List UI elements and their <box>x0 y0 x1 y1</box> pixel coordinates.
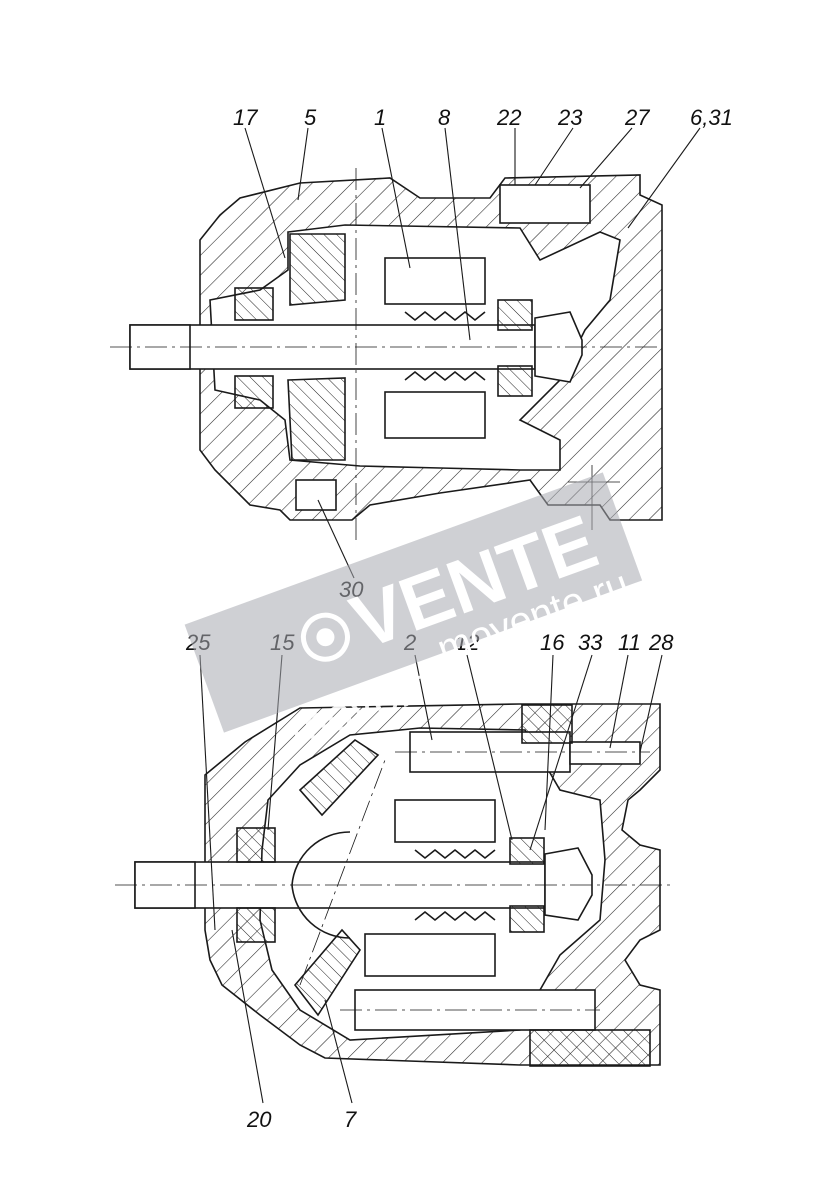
bottom-spring <box>414 848 496 860</box>
bottom-bearing-rear-lower <box>509 905 545 933</box>
label-17: 17 <box>233 105 258 130</box>
top-bearing-rear <box>497 299 533 331</box>
top-cylinder-block-lower <box>287 377 346 461</box>
top-spring <box>404 310 486 322</box>
top-spring-lower <box>404 370 486 382</box>
label-23: 23 <box>557 105 583 130</box>
label-22: 22 <box>496 105 521 130</box>
bottom-ball-joint-lower <box>291 884 351 939</box>
label-11: 11 <box>618 630 641 655</box>
bottom-cover-block <box>529 1029 651 1067</box>
bottom-tilt-axis <box>299 759 386 986</box>
top-bearing-rear-lower <box>497 365 533 397</box>
bottom-swashplate-lower <box>293 928 362 1017</box>
bottom-pump-section <box>115 703 675 1067</box>
label-33: 33 <box>578 630 603 655</box>
label-16: 16 <box>540 630 565 655</box>
top-bolt-27 <box>499 184 591 224</box>
label-8: 8 <box>438 105 451 130</box>
top-port-30 <box>295 479 337 511</box>
bottom-adjust-screw <box>569 741 641 765</box>
top-piston-upper <box>384 257 486 305</box>
label-5: 5 <box>304 105 317 130</box>
label-1: 1 <box>374 105 386 130</box>
top-leader-lines <box>244 127 701 579</box>
bottom-bearing-front <box>236 827 276 863</box>
top-cylinder-block <box>289 233 346 306</box>
bottom-ball-joint <box>291 831 351 886</box>
watermark-band <box>184 472 643 733</box>
top-bearing-front <box>234 287 274 321</box>
label-27: 27 <box>624 105 650 130</box>
label-28: 28 <box>648 630 674 655</box>
bottom-spring-lower <box>414 910 496 922</box>
bottom-bearing-rear <box>509 837 545 865</box>
label-7: 7 <box>344 1107 357 1132</box>
label-20: 20 <box>246 1107 272 1132</box>
bottom-swashplate <box>298 738 380 817</box>
bottom-bearing-front-lower <box>236 907 276 943</box>
watermark-logo-icon <box>300 612 350 662</box>
bottom-piston-lower <box>364 933 496 977</box>
top-piston-lower <box>384 391 486 439</box>
top-pump-section <box>110 168 663 540</box>
bottom-cover-block-upper <box>521 704 573 744</box>
bottom-shaft-end <box>544 847 593 921</box>
bottom-piston-upper <box>394 799 496 843</box>
label-6-31: 6,31 <box>690 105 733 130</box>
top-bearing-front-lower <box>234 375 274 409</box>
